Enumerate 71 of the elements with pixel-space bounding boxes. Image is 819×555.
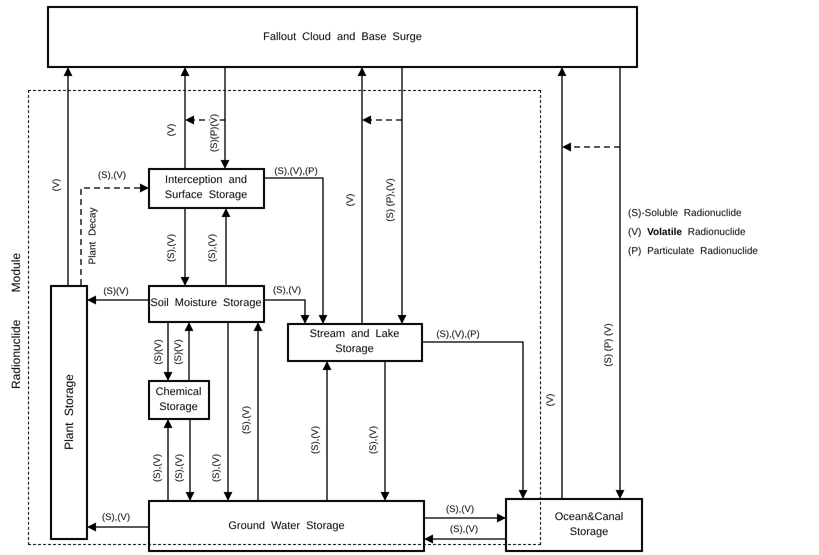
storage-box [50,284,88,540]
node-label: Interception and Surface Storage [164,173,248,203]
edge-label: (S),(V) [310,425,322,455]
arrow [425,514,506,522]
node-label: Fallout Cloud and Base Surge [263,30,422,44]
arrow [265,299,310,324]
edge-label: (S),(V) [445,504,475,516]
storage-box [505,498,643,552]
edge-label: (V) [52,178,62,192]
edge-label: (S),(V) [208,233,218,263]
arrow [222,208,230,285]
edge-label: (V) [346,192,356,208]
storage-box [148,380,210,420]
storage-box [148,500,425,552]
storage-box [286,322,422,362]
arrow [558,67,566,498]
edge-label: (S),(V) [368,425,380,455]
arrow [254,322,262,500]
storage-box [47,6,638,68]
storage-box [148,168,264,208]
edge-label: (S),(V),(P) [273,166,319,178]
node-label: Chemical Storage [154,384,202,414]
arrow [265,177,328,324]
arrow [398,68,406,324]
node-label: Radionuclide Module [8,252,24,390]
arrow [87,522,148,532]
edge-label: (S),(V) [212,453,222,483]
edge-label: (S),(V) [174,453,186,483]
edge-label: (S),(V) [101,512,131,524]
edge-label: (S),(V) [97,170,127,182]
node-label: Plant Storage [60,374,76,450]
legend-text: (S)-Soluble Radionuclide [628,208,742,219]
arrow [180,67,190,168]
arrow [322,361,332,500]
arrow [616,68,624,499]
arrow [180,209,190,286]
node-label: Soil Moisture Storage [150,296,262,311]
arrow [184,322,194,380]
legend-text: (P) Particulate Radionuclide [628,246,758,257]
edge-label: (V) [546,392,556,408]
arrow [423,341,528,499]
arrow [87,296,148,304]
node-label: Ocean&Canal Storage [554,510,624,540]
edge-label: (S),(V) [242,405,252,435]
arrow [220,68,230,169]
edge-label: (S)(V) [102,286,130,298]
arrow [80,184,149,285]
arrow [380,362,390,501]
edge-label: (S) (P),(V) [386,177,396,223]
edge-label: (S)(V) [174,338,184,366]
edge-label: (S)(V) [154,338,164,366]
edge-label: (S),(V) [152,453,164,483]
node-label: Ground Water Storage [228,518,345,534]
edge-label: (S),(V) [272,286,302,296]
node-label: Stream and Lake Storage [308,327,400,357]
edge-label: (S),(V) [166,233,178,263]
arrow [164,323,172,381]
edge-label: (S)(P)(V) [210,113,220,153]
legend-text: (V) Volatile Radionuclide [628,227,746,238]
arrow [224,323,232,501]
edge-label: (S),(V),(P) [435,330,481,340]
arrow [164,419,172,500]
arrow [424,534,505,544]
arrow [186,420,194,501]
arrow [358,67,366,323]
flow-label: Plant Decay [88,208,98,264]
edge-label: (S),(V) [449,524,479,536]
edge-label: (S) (P) (V) [604,322,614,368]
edge-label: (V) [166,122,178,138]
arrow [64,67,72,285]
storage-box [148,284,264,322]
